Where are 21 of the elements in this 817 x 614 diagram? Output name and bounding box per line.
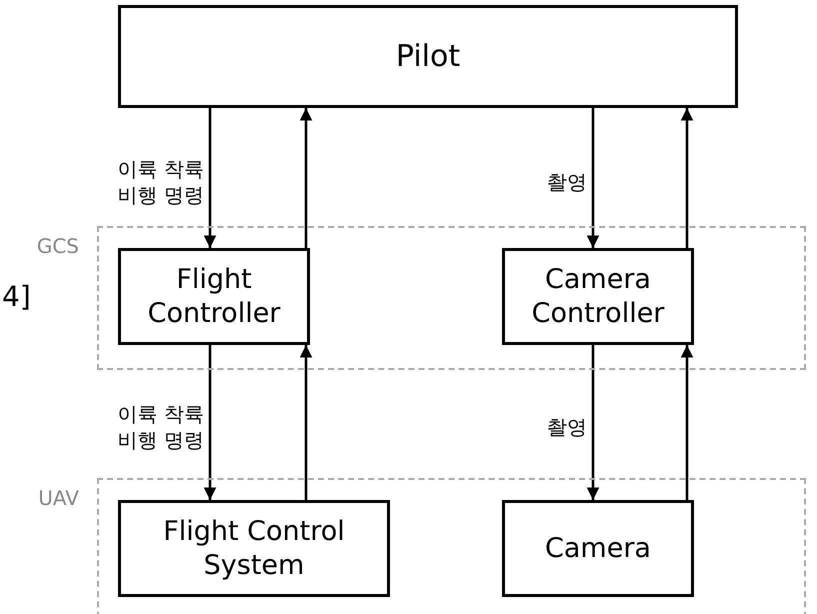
arrow (204, 345, 216, 500)
arrow (586, 108, 600, 248)
group-title: GCS (36, 234, 79, 258)
process-box (502, 248, 694, 345)
arrow (204, 108, 216, 248)
box-label: Pilot (394, 38, 462, 76)
text-fragment: 4] (2, 280, 31, 313)
arrow (680, 345, 694, 500)
process-box (118, 248, 310, 345)
arrow (300, 108, 312, 248)
arrow (680, 108, 694, 248)
box-label: Flight Controller (146, 262, 282, 330)
box-label: Camera Controller (530, 262, 666, 330)
process-box (118, 5, 738, 108)
box-label: Flight Control System (162, 514, 346, 582)
group-title: UAV (38, 486, 79, 510)
process-box (118, 500, 390, 597)
arrow (300, 345, 312, 500)
arrow (586, 345, 600, 500)
box-label: Camera (544, 532, 652, 566)
process-box (502, 500, 694, 597)
